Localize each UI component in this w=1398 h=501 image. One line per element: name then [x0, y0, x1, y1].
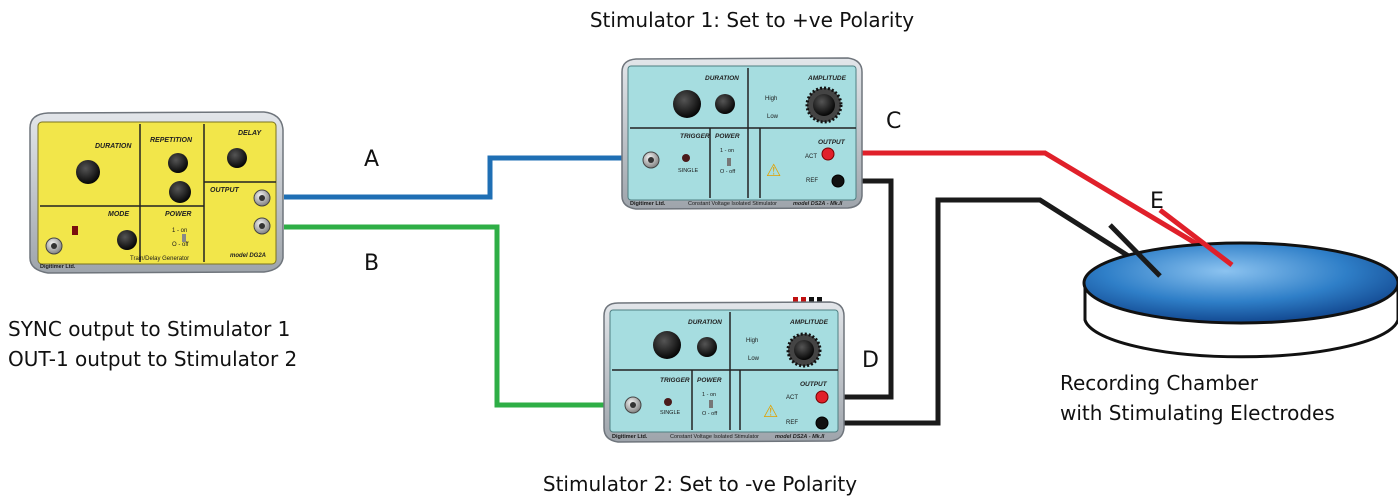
cable-label-c: C	[886, 109, 901, 134]
stim1-output-label: OUTPUT	[818, 139, 846, 146]
stim2-product-label: Constant Voltage Isolated Stimulator	[670, 434, 759, 440]
stim2-amplitude-label: AMPLITUDE	[789, 319, 829, 326]
gen-on-label: 1 - on	[172, 228, 187, 234]
cable-label-e: E	[1150, 189, 1164, 214]
gen-repetition-knob-2[interactable]	[169, 181, 191, 203]
gen-model-label: model DG2A	[230, 253, 266, 259]
stim2-act-label: ACT	[786, 395, 798, 401]
generator-caption-line-1: SYNC output to Stimulator 1	[8, 317, 290, 341]
stim2-single-button[interactable]	[664, 398, 672, 406]
stim2-power-label: POWER	[697, 377, 722, 384]
stim1-low-label: Low	[767, 114, 779, 120]
stim2-off-label: O - off	[702, 411, 718, 417]
stim2-duration-knob-2[interactable]	[697, 337, 717, 357]
stimulator-1-caption: Stimulator 1: Set to +ve Polarity	[590, 8, 914, 32]
chamber-caption-line-1: Recording Chamber	[1060, 371, 1259, 395]
stim1-brand-label: Digitimer Ltd.	[630, 201, 666, 207]
stimulator-2: DURATION AMPLITUDE TRIGGER POWER OUTPUT …	[603, 297, 845, 443]
stim2-low-label: Low	[748, 356, 760, 362]
stim1-duration-knob-2[interactable]	[715, 94, 735, 114]
cable-stim1-ref-to-stim2-act	[828, 178, 894, 400]
electrode-act	[1158, 208, 1234, 267]
stim1-model-label: model DS2A - Mk.II	[793, 201, 843, 207]
gen-off-label: O - off	[172, 242, 189, 248]
stim2-brand-label: Digitimer Ltd.	[612, 434, 648, 440]
stim1-act-socket[interactable]	[821, 147, 835, 161]
gen-delay-label: DELAY	[238, 130, 263, 137]
gen-repetition-knob-1[interactable]	[168, 153, 188, 173]
stim2-power-switch[interactable]	[709, 400, 713, 408]
stim1-single-button[interactable]	[682, 154, 690, 162]
cable-b	[284, 224, 633, 408]
stim1-duration-label: DURATION	[705, 75, 739, 82]
cable-label-d: D	[862, 348, 879, 373]
stim1-act-label: ACT	[805, 154, 817, 160]
gen-product-label: Train/Delay Generator	[130, 256, 189, 262]
chamber-caption-line-2: with Stimulating Electrodes	[1060, 401, 1335, 425]
electrode-ref	[1108, 223, 1162, 278]
stim1-product-label: Constant Voltage Isolated Stimulator	[688, 201, 777, 207]
gen-mode-label: MODE	[108, 211, 129, 218]
stim1-off-label: O - off	[720, 169, 736, 175]
train-delay-generator: DURATION REPETITION DELAY MODE POWER OUT…	[29, 111, 284, 274]
stim1-warning-icon: ⚠	[766, 161, 781, 181]
gen-delay-knob[interactable]	[227, 148, 247, 168]
gen-power-switch[interactable]	[182, 234, 186, 242]
stim1-duration-knob-1[interactable]	[673, 90, 701, 118]
stim2-duration-label: DURATION	[688, 319, 722, 326]
gen-mode-knob[interactable]	[117, 230, 137, 250]
stim2-output-label: OUTPUT	[800, 381, 828, 388]
gen-brand-label: Digitimer Ltd.	[40, 264, 76, 270]
stim2-single-label: SINGLE	[660, 410, 681, 416]
stim2-high-label: High	[746, 338, 758, 344]
stim1-amplitude-label: AMPLITUDE	[807, 75, 847, 82]
stim1-power-switch[interactable]	[727, 158, 731, 166]
gen-power-label: POWER	[165, 211, 191, 218]
stim1-ref-socket[interactable]	[831, 174, 845, 188]
recording-chamber	[1082, 241, 1398, 359]
stim2-ref-socket[interactable]	[815, 416, 829, 430]
cable-a	[284, 155, 656, 200]
gen-output-label: OUTPUT	[210, 187, 240, 194]
cable-c	[828, 150, 1234, 268]
cable-label-a: A	[364, 147, 379, 172]
stim2-on-label: 1 - on	[702, 392, 716, 398]
stim2-warning-icon: ⚠	[763, 402, 778, 422]
stim1-high-label: High	[765, 96, 777, 102]
stim2-model-label: model DS2A - Mk.II	[775, 434, 825, 440]
stim2-act-socket[interactable]	[815, 390, 829, 404]
stim1-single-label: SINGLE	[678, 168, 699, 174]
stimulator-1: DURATION AMPLITUDE TRIGGER POWER OUTPUT …	[621, 57, 863, 210]
stim1-ref-label: REF	[806, 178, 818, 184]
stim1-trigger-label: TRIGGER	[680, 133, 710, 140]
stim2-duration-knob-1[interactable]	[653, 331, 681, 359]
stim1-on-label: 1 - on	[720, 148, 734, 154]
cable-d	[828, 197, 1162, 426]
generator-caption-line-2: OUT-1 output to Stimulator 2	[8, 347, 297, 371]
cable-label-b: B	[364, 251, 379, 276]
stimulator-2-caption: Stimulator 2: Set to -ve Polarity	[543, 472, 857, 496]
gen-duration-label: DURATION	[95, 143, 132, 150]
stim2-ref-label: REF	[786, 420, 798, 426]
stim2-trigger-label: TRIGGER	[660, 377, 690, 384]
gen-duration-knob[interactable]	[76, 160, 100, 184]
chamber-solution	[1082, 241, 1398, 325]
stim1-power-label: POWER	[715, 133, 740, 140]
gen-repetition-label: REPETITION	[150, 137, 193, 144]
gen-led	[72, 226, 78, 235]
